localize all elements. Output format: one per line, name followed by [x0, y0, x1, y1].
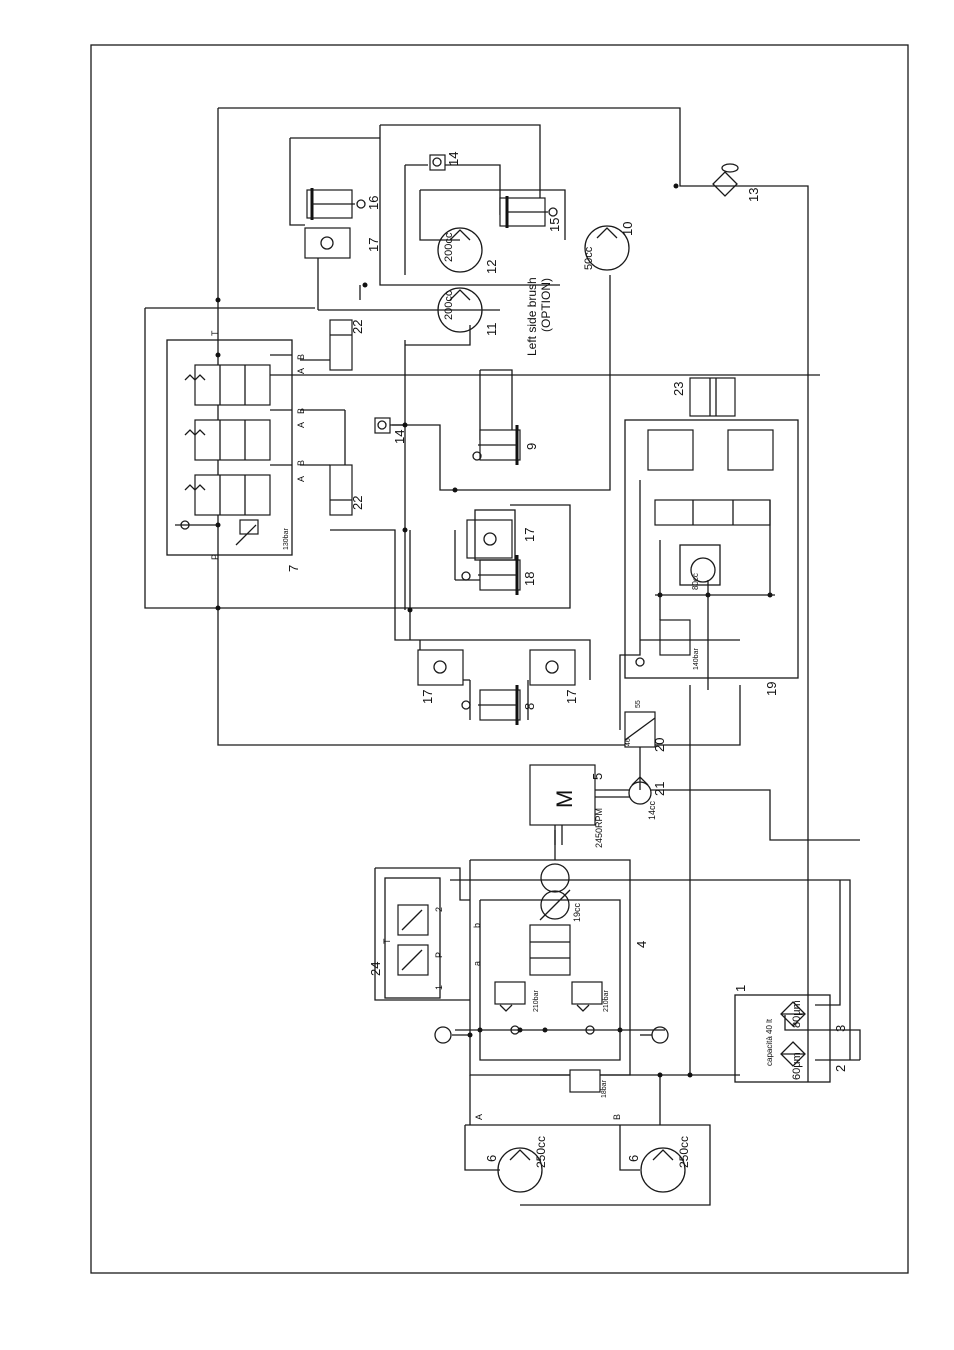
relief4a-label: 210bar	[533, 990, 540, 1012]
port-b4v: b	[472, 923, 482, 928]
motor6b-cc: 250cc	[677, 1136, 691, 1168]
label-14a: 14	[446, 152, 461, 166]
label-18: 18	[522, 572, 537, 586]
label-2: 2	[833, 1065, 848, 1072]
label-8: 8	[522, 703, 537, 710]
port-a3: A	[296, 476, 306, 482]
label-17a: 17	[366, 238, 381, 252]
port-b1: B	[296, 354, 306, 360]
component-numbers: 1 2 3 4 5 6 6 7 8 9 10 11 12 13 14 14 15…	[286, 152, 848, 1162]
label-12: 12	[484, 260, 499, 274]
port24-t: T	[382, 938, 392, 944]
label-14b: 14	[392, 430, 407, 444]
relief7-label: 130bar	[283, 528, 290, 550]
label-17c: 17	[420, 690, 435, 704]
label-1: 1	[733, 985, 748, 992]
pump21-cc: 14cc	[647, 800, 657, 820]
tank-1	[734, 994, 831, 1083]
label-21: 21	[652, 782, 667, 796]
label-19: 19	[764, 682, 779, 696]
filter-80: 80μm	[791, 1000, 803, 1028]
oil-cooler-13	[712, 163, 739, 197]
label-23: 23	[671, 382, 686, 396]
relief4b-label: 210bar	[603, 990, 610, 1012]
option-line2: (OPTION)	[539, 278, 553, 332]
label-5: 5	[590, 773, 605, 780]
pump-group-4	[434, 863, 669, 1093]
relief4c-label: 18bar	[601, 1079, 608, 1098]
label-3: 3	[833, 1025, 848, 1032]
valve-block-24	[374, 867, 470, 1001]
label-6a: 6	[484, 1155, 499, 1162]
cylinders	[306, 188, 558, 725]
label-7: 7	[286, 565, 301, 572]
electric-motor-5	[529, 764, 630, 845]
motor-m-label: M	[552, 790, 577, 808]
valve20-b: 55	[635, 700, 642, 708]
relief19-label: 140bar	[693, 648, 700, 670]
filter-60: 60μm	[791, 1052, 803, 1080]
motor10-cc: 50cc	[583, 246, 595, 270]
page-frame	[90, 44, 909, 1274]
port-t7: T	[210, 330, 220, 336]
port-a4: A	[474, 1114, 484, 1120]
port24-p: P	[434, 952, 444, 958]
port-a4v: a	[472, 961, 482, 966]
valve-bank-7	[166, 339, 293, 556]
port24-1: 1	[434, 985, 444, 990]
port-labels: A B A B A B P T A B a b 1 2 P T	[210, 330, 622, 1120]
label-22b: 22	[350, 496, 365, 510]
spec-labels: M 2450RPM 14cc 19cc 50cc 200cc 200cc 250…	[283, 232, 803, 1168]
label-11: 11	[484, 323, 499, 337]
motor-rpm-label: 2450RPM	[594, 808, 604, 848]
pump19-cc: 80cc	[691, 573, 700, 590]
label-9: 9	[524, 443, 539, 450]
label-22a: 22	[350, 320, 365, 334]
label-6b: 6	[626, 1155, 641, 1162]
main-lines	[144, 107, 861, 1206]
tank-capacity: capacità 40 lt	[765, 1018, 774, 1066]
label-17b: 17	[522, 528, 537, 542]
motor12-cc: 200cc	[443, 232, 455, 262]
label-15: 15	[547, 218, 562, 232]
port-a1: A	[296, 368, 306, 374]
check-blocks-17	[304, 154, 576, 686]
port24-2: 2	[434, 907, 444, 912]
port-p7: P	[210, 554, 220, 560]
motor6a-cc: 250cc	[534, 1136, 548, 1168]
option-line1: Left side brush	[525, 277, 539, 356]
valve-block-19	[624, 419, 799, 690]
port-b3: B	[296, 460, 306, 466]
port-b2: B	[296, 408, 306, 414]
label-13: 13	[746, 188, 761, 202]
motor11-cc: 200cc	[443, 290, 455, 320]
motor-symbols	[437, 225, 686, 1193]
label-10: 10	[620, 222, 635, 236]
valve20-a: 46	[625, 738, 632, 746]
label-20: 20	[652, 738, 667, 752]
port-a2: A	[296, 422, 306, 428]
flow-valve-20	[624, 711, 656, 748]
component-23	[689, 377, 736, 417]
label-17d: 17	[564, 690, 579, 704]
pump4-cc: 19cc	[572, 902, 582, 922]
label-4: 4	[634, 941, 649, 948]
solenoid-valves-22	[329, 319, 353, 516]
port-b4: B	[612, 1114, 622, 1120]
label-24: 24	[368, 962, 383, 976]
label-16: 16	[366, 196, 381, 210]
